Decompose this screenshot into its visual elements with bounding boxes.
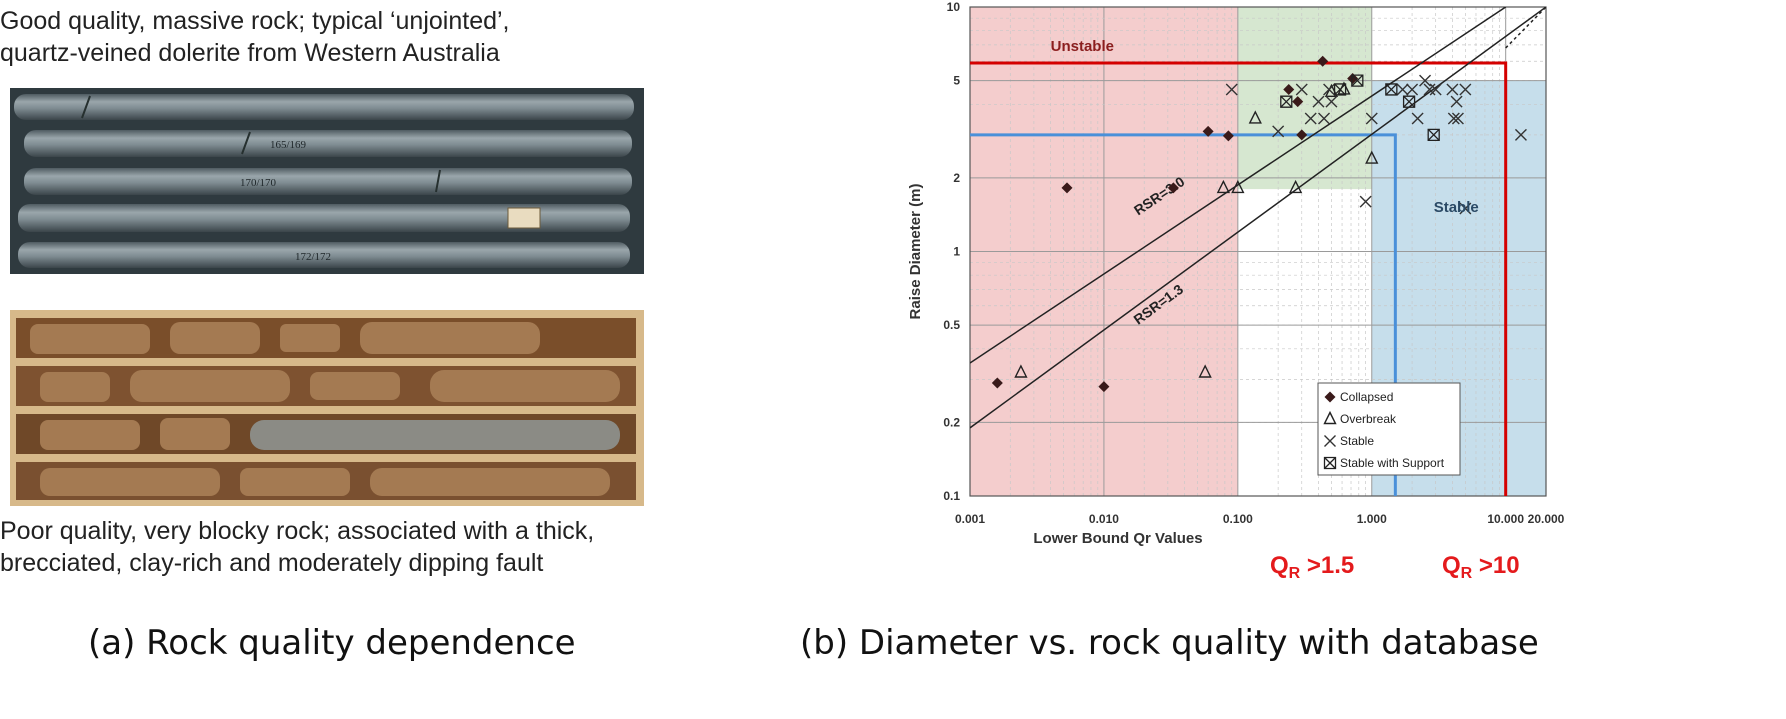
x-tick-label: 0.010 bbox=[1089, 512, 1119, 526]
overbreak-point bbox=[1248, 110, 1262, 124]
overbreak-point bbox=[1014, 364, 1028, 378]
poor-quality-core-photo bbox=[10, 310, 644, 506]
bottom-photo-caption-line1: Poor quality, very blocky rock; associat… bbox=[0, 517, 595, 545]
stable-point bbox=[1304, 112, 1317, 125]
stable-point bbox=[1272, 125, 1285, 138]
qr-threshold-1-5: QR >1.5 bbox=[1270, 552, 1355, 582]
y-tick-label: 0.5 bbox=[943, 318, 960, 332]
overbreak-point bbox=[1288, 179, 1303, 194]
qr-10-limit bbox=[970, 61, 1508, 496]
y-tick-label: 0.1 bbox=[943, 489, 960, 503]
plot-frame bbox=[969, 6, 1547, 497]
stable-point bbox=[1411, 112, 1424, 125]
stable-point bbox=[1225, 83, 1238, 96]
legend-stable-marker bbox=[1324, 435, 1336, 447]
stable-point bbox=[1359, 195, 1372, 208]
top-photo-caption-line1: Good quality, massive rock; typical ‘unj… bbox=[0, 7, 510, 35]
collapsed-point bbox=[1202, 125, 1214, 137]
overbreak-point bbox=[1216, 179, 1231, 194]
stable-point bbox=[1450, 95, 1463, 108]
stable-point bbox=[1423, 83, 1436, 96]
overbreak-point bbox=[1198, 364, 1212, 378]
collapsed-point bbox=[1061, 182, 1073, 194]
overbreak-point bbox=[1231, 179, 1245, 194]
stable-point bbox=[1429, 83, 1442, 96]
top-photo-caption-line2: quartz-veined dolerite from Western Aust… bbox=[0, 39, 500, 67]
y-tick-label: 10 bbox=[947, 0, 961, 14]
svg-text:165/169: 165/169 bbox=[270, 139, 307, 151]
collapsed-point bbox=[1283, 83, 1295, 95]
stable-point bbox=[1365, 112, 1378, 125]
bottom-photo-caption-line2: brecciated, clay-rich and moderately dip… bbox=[0, 549, 544, 577]
collapsed-point bbox=[1167, 182, 1179, 194]
rsr-1-3-line bbox=[970, 7, 1546, 429]
y-tick-label: 0.2 bbox=[943, 415, 960, 429]
stable-with-support-point bbox=[1333, 83, 1347, 96]
stable-point bbox=[1325, 95, 1338, 108]
rsr-1-3-extension bbox=[1505, 6, 1547, 49]
stable-point bbox=[1318, 112, 1331, 125]
good-quality-core-photo: 165/169 170/170 172/172 bbox=[10, 88, 644, 274]
collapsed-point bbox=[991, 377, 1003, 389]
y-tick-label: 1 bbox=[953, 245, 960, 259]
x-tick-label: 20.000 bbox=[1528, 512, 1565, 526]
collapsed-point bbox=[1098, 381, 1110, 393]
y-axis-label: Raise Diameter (m) bbox=[907, 184, 924, 320]
svg-text:172/172: 172/172 bbox=[295, 251, 331, 263]
qr-threshold-10: QR >10 bbox=[1442, 552, 1520, 582]
data-points-layer bbox=[991, 55, 1527, 393]
overbreak-point bbox=[1365, 150, 1379, 164]
rsr-3-line bbox=[970, 7, 1507, 364]
x-tick-label: 1.000 bbox=[1357, 512, 1387, 526]
stable-with-support-point bbox=[1402, 95, 1416, 108]
stable-point bbox=[1406, 83, 1419, 96]
x-tick-label: 10.000 bbox=[1487, 512, 1524, 526]
stable-point bbox=[1295, 83, 1308, 96]
axes-layer: 0.001 0.010 0.100 1.000 10.000 20.000 0.1 0.2 0.… bbox=[907, 0, 1565, 547]
green-zone bbox=[1237, 7, 1372, 190]
y-tick-label: 2 bbox=[953, 171, 960, 185]
legend-stable-with-support-marker bbox=[1323, 456, 1337, 470]
stable-point bbox=[1459, 202, 1472, 215]
good-core-tray-image: 165/169 170/170 172/172 bbox=[10, 88, 644, 274]
stable-point bbox=[1419, 74, 1432, 87]
svg-text:170/170: 170/170 bbox=[240, 177, 277, 189]
diameter-vs-qr-chart: 0.001 0.010 0.100 1.000 10.000 20.000 0.1 0.2 0.… bbox=[907, 0, 1565, 547]
legend-overbreak-marker bbox=[1323, 410, 1337, 425]
stable-point bbox=[1323, 83, 1336, 96]
qr-1.5-limit bbox=[970, 133, 1397, 496]
stable-with-support-point bbox=[1385, 83, 1398, 96]
stable-with-support-point bbox=[1351, 74, 1364, 87]
legend-stable-label: Stable bbox=[1340, 434, 1374, 448]
unstable-region-label: Unstable bbox=[1051, 38, 1114, 55]
stable-with-support-point bbox=[1280, 95, 1293, 108]
collapsed-point bbox=[1292, 96, 1304, 108]
legend-collapsed-marker bbox=[1324, 391, 1336, 403]
stable-point bbox=[1459, 83, 1472, 96]
x-tick-label: 0.001 bbox=[955, 512, 985, 526]
legend-overbreak-label: Overbreak bbox=[1340, 412, 1397, 426]
stable-point bbox=[1447, 112, 1460, 125]
poor-core-tray-image bbox=[10, 310, 644, 506]
collapsed-point bbox=[1222, 130, 1234, 142]
stable-region-label: Stable bbox=[1434, 199, 1479, 216]
stable-point bbox=[1396, 83, 1409, 96]
legend-stable-with-support-label: Stable with Support bbox=[1340, 456, 1445, 470]
stable-with-support-point bbox=[1427, 128, 1440, 141]
right-subcaption: (b) Diameter vs. rock quality with datab… bbox=[800, 623, 1539, 663]
legend-box bbox=[1317, 382, 1461, 476]
stable-point bbox=[1451, 112, 1464, 125]
stable-point bbox=[1312, 95, 1325, 108]
y-tick-label: 5 bbox=[953, 74, 960, 88]
legend-collapsed-label: Collapsed bbox=[1340, 390, 1393, 404]
x-tick-label: 0.100 bbox=[1223, 512, 1253, 526]
x-axis-label: Lower Bound Qr Values bbox=[1033, 530, 1202, 547]
stable-point bbox=[1446, 83, 1459, 96]
left-subcaption: (a) Rock quality dependence bbox=[88, 623, 576, 663]
collapsed-point bbox=[1317, 55, 1329, 67]
stable-point bbox=[1514, 128, 1527, 141]
collapsed-point bbox=[1296, 129, 1308, 141]
